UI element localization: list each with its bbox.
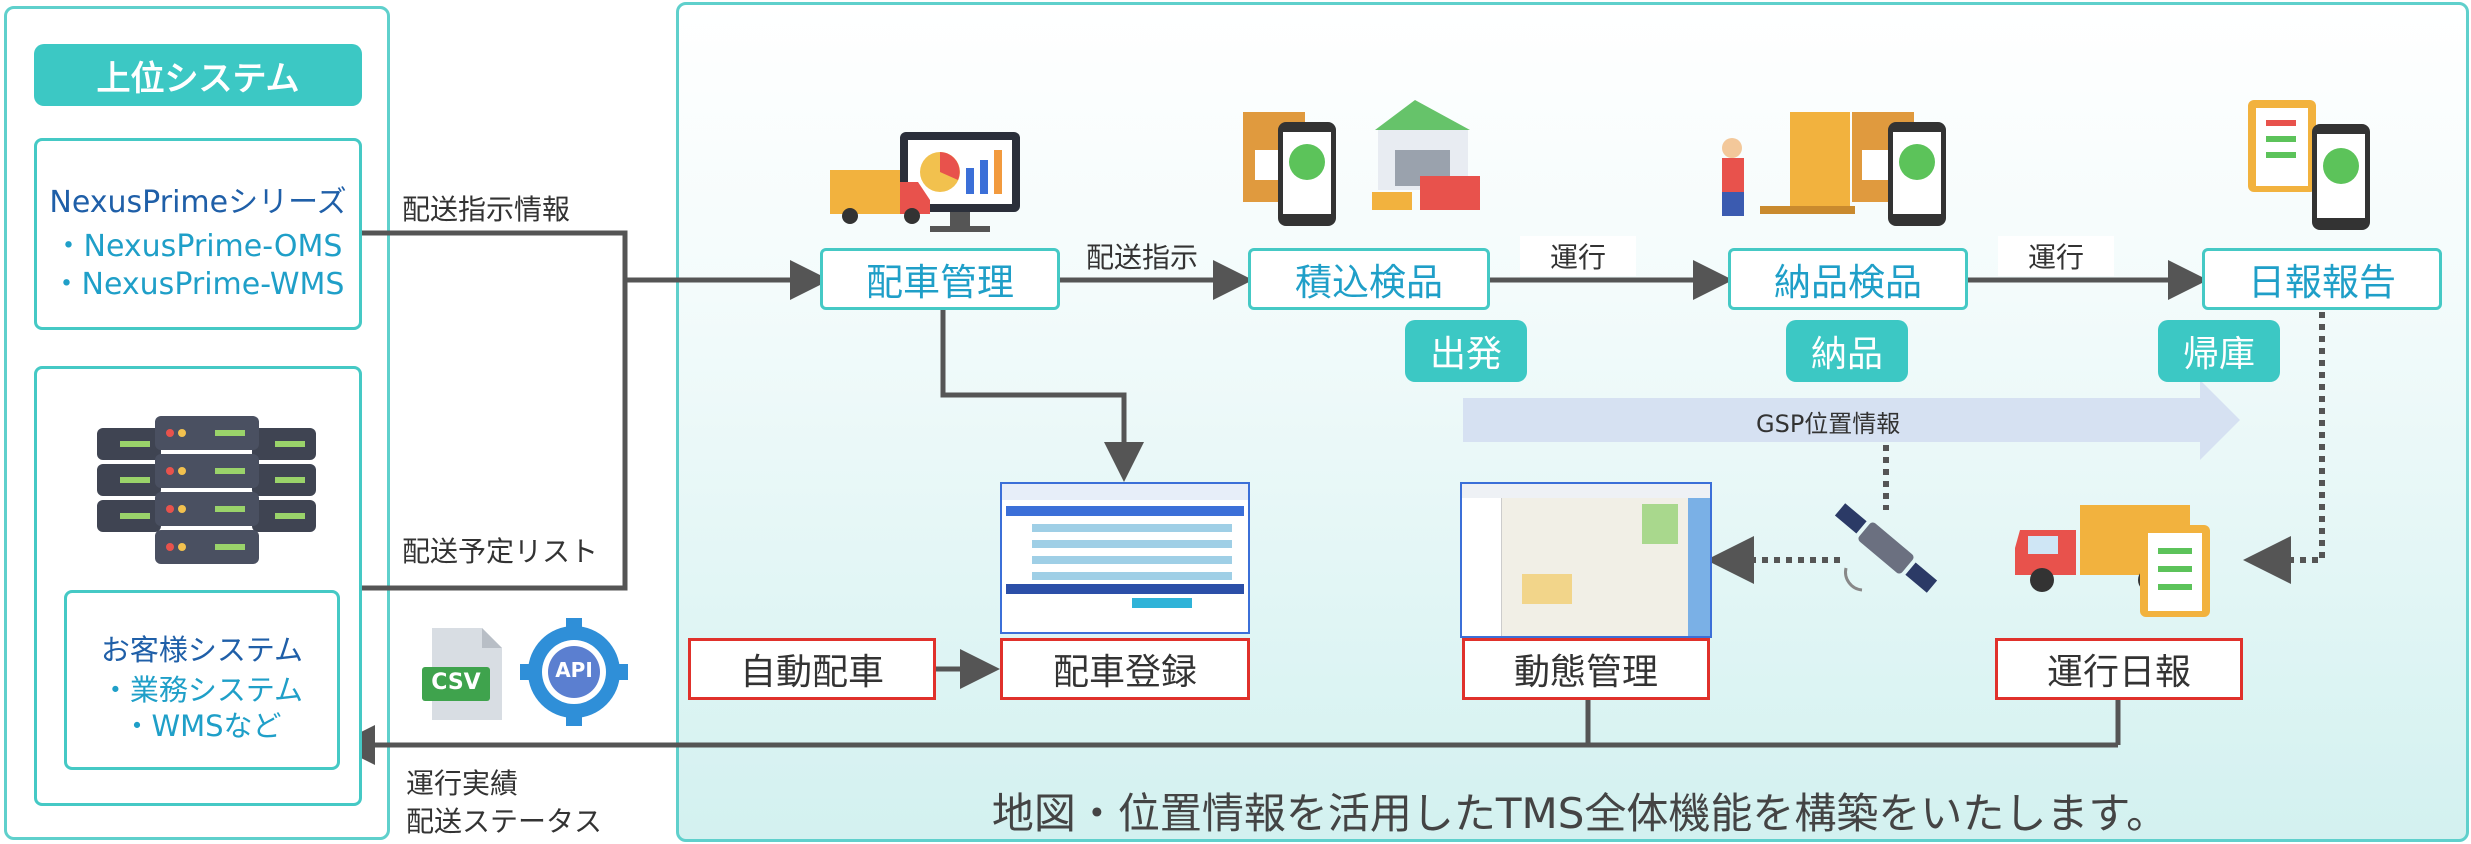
arrow-dispatch-to-register	[940, 310, 1144, 482]
clipboard-phone-icon	[2248, 100, 2370, 230]
csv-label: CSV	[431, 670, 481, 695]
stage-delivery-check: 納品検品	[1728, 248, 1968, 310]
customer-system-item-wms: ・WMSなど	[122, 709, 282, 743]
line-server-to-dispatch	[360, 280, 628, 591]
function-dispatch-register: 配車登録	[1000, 638, 1250, 700]
customer-system-item-business: ・業務システム	[100, 673, 304, 707]
stage-daily-report: 日報報告	[2202, 248, 2442, 310]
tracking-map-screenshot	[1460, 482, 1712, 638]
nexusprime-box: NexusPrimeシリーズ ・NexusPrime-OMS ・NexusPri…	[34, 138, 362, 330]
badge-delivery: 納品	[1786, 320, 1908, 382]
function-operation-report: 運行日報	[1995, 638, 2243, 700]
label-operation-1: 運行	[1520, 236, 1636, 276]
nexusprime-title: NexusPrimeシリーズ	[49, 185, 347, 220]
upper-system-header: 上位システム	[34, 44, 362, 106]
label-schedule-list: 配送予定リスト	[402, 535, 599, 568]
label-dispatch-instruction: 配送指示	[1086, 241, 1199, 274]
csv-icon	[422, 628, 502, 720]
function-auto-dispatch: 自動配車	[688, 638, 936, 700]
gps-label: GSP位置情報	[1756, 410, 1901, 438]
badge-return: 帰庫	[2158, 320, 2280, 382]
dotted-report-to-truck	[2243, 312, 2325, 584]
delivery-worker-icon	[1722, 112, 1946, 226]
dispatch-register-screenshot	[1000, 482, 1250, 634]
stage-dispatch-mgmt: 配車管理	[820, 248, 1060, 310]
stage-loading-check: 積込検品	[1248, 248, 1490, 310]
warehouse-phone-icon	[1243, 100, 1480, 226]
nexusprime-oms: ・NexusPrime-OMS	[53, 229, 343, 264]
customer-system-box: お客様システム ・業務システム ・WMSなど	[64, 590, 340, 770]
label-dispatch-info: 配送指示情報	[402, 193, 571, 226]
badge-departure: 出発	[1405, 320, 1527, 382]
label-operation-2: 運行	[1998, 236, 2114, 276]
api-label: API	[555, 658, 593, 682]
footer-tagline: 地図・位置情報を活用したTMS全体機能を構築をいたします。	[991, 789, 2169, 838]
truck-monitor-icon	[830, 132, 1020, 232]
nexusprime-wms: ・NexusPrime-WMS	[51, 267, 345, 302]
label-result: 運行実績	[406, 767, 519, 800]
arrow-nexus-to-dispatch	[360, 230, 830, 300]
label-status: 配送ステータス	[406, 805, 603, 838]
function-tracking: 動態管理	[1462, 638, 1710, 700]
api-icon	[520, 618, 628, 726]
customer-system-title: お客様システム	[100, 633, 304, 667]
